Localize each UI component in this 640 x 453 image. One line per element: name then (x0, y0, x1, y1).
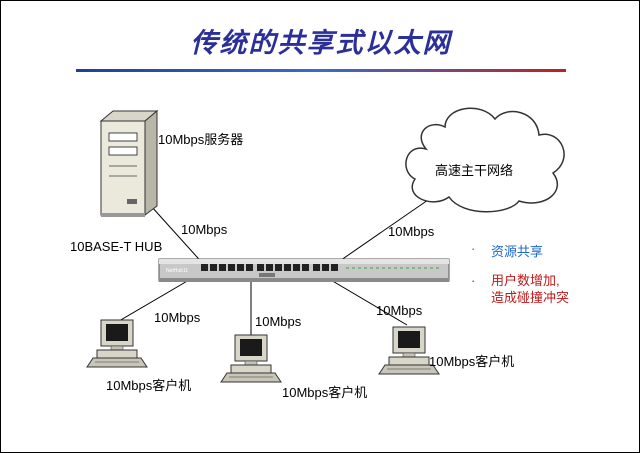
bullet-text-line2: 造成碰撞冲突 (491, 290, 570, 305)
slide-title: 传统的共享式以太网 (190, 28, 452, 59)
cloud-link-label: 10Mbps (388, 224, 435, 239)
client-middle-icon (220, 334, 282, 383)
bullet-item-collision: · 用户数增加, 造成碰撞冲突 (471, 272, 569, 306)
server-icon (99, 109, 159, 217)
server-to-hub-line (150, 205, 207, 268)
server-link-label: 10Mbps (181, 222, 228, 237)
client-middle-link-label: 10Mbps (255, 314, 302, 329)
bullet-marker: · (471, 241, 476, 256)
cloud-label: 高速主干网络 (435, 163, 514, 178)
bullet-list: · 资源共享 · 用户数增加, 造成碰撞冲突 (471, 241, 569, 318)
bullet-marker: · (471, 273, 476, 288)
client-left-label: 10Mbps客户机 (106, 378, 192, 393)
server-label: 10Mbps服务器 (158, 132, 244, 147)
client-left-link-label: 10Mbps (154, 310, 201, 325)
title-rule (76, 69, 566, 72)
client-right-label: 10Mbps客户机 (429, 354, 515, 369)
bullet-text-line1: 用户数增加, (491, 273, 560, 288)
bullet-item-resource-sharing: · 资源共享 (471, 241, 569, 260)
client-right-link-label: 10Mbps (376, 303, 423, 318)
client-left-icon (86, 319, 148, 368)
hub-icon: NetHub11 (158, 258, 450, 282)
cloud-to-hub-line (330, 190, 442, 268)
client-middle-label: 10Mbps客户机 (282, 385, 368, 400)
bullet-text: 资源共享 (491, 244, 544, 259)
cloud-icon (405, 107, 565, 213)
hub-brand-label: NetHub11 (166, 268, 188, 274)
client-right-icon (378, 326, 440, 375)
hub-label: 10BASE-T HUB (70, 239, 163, 254)
